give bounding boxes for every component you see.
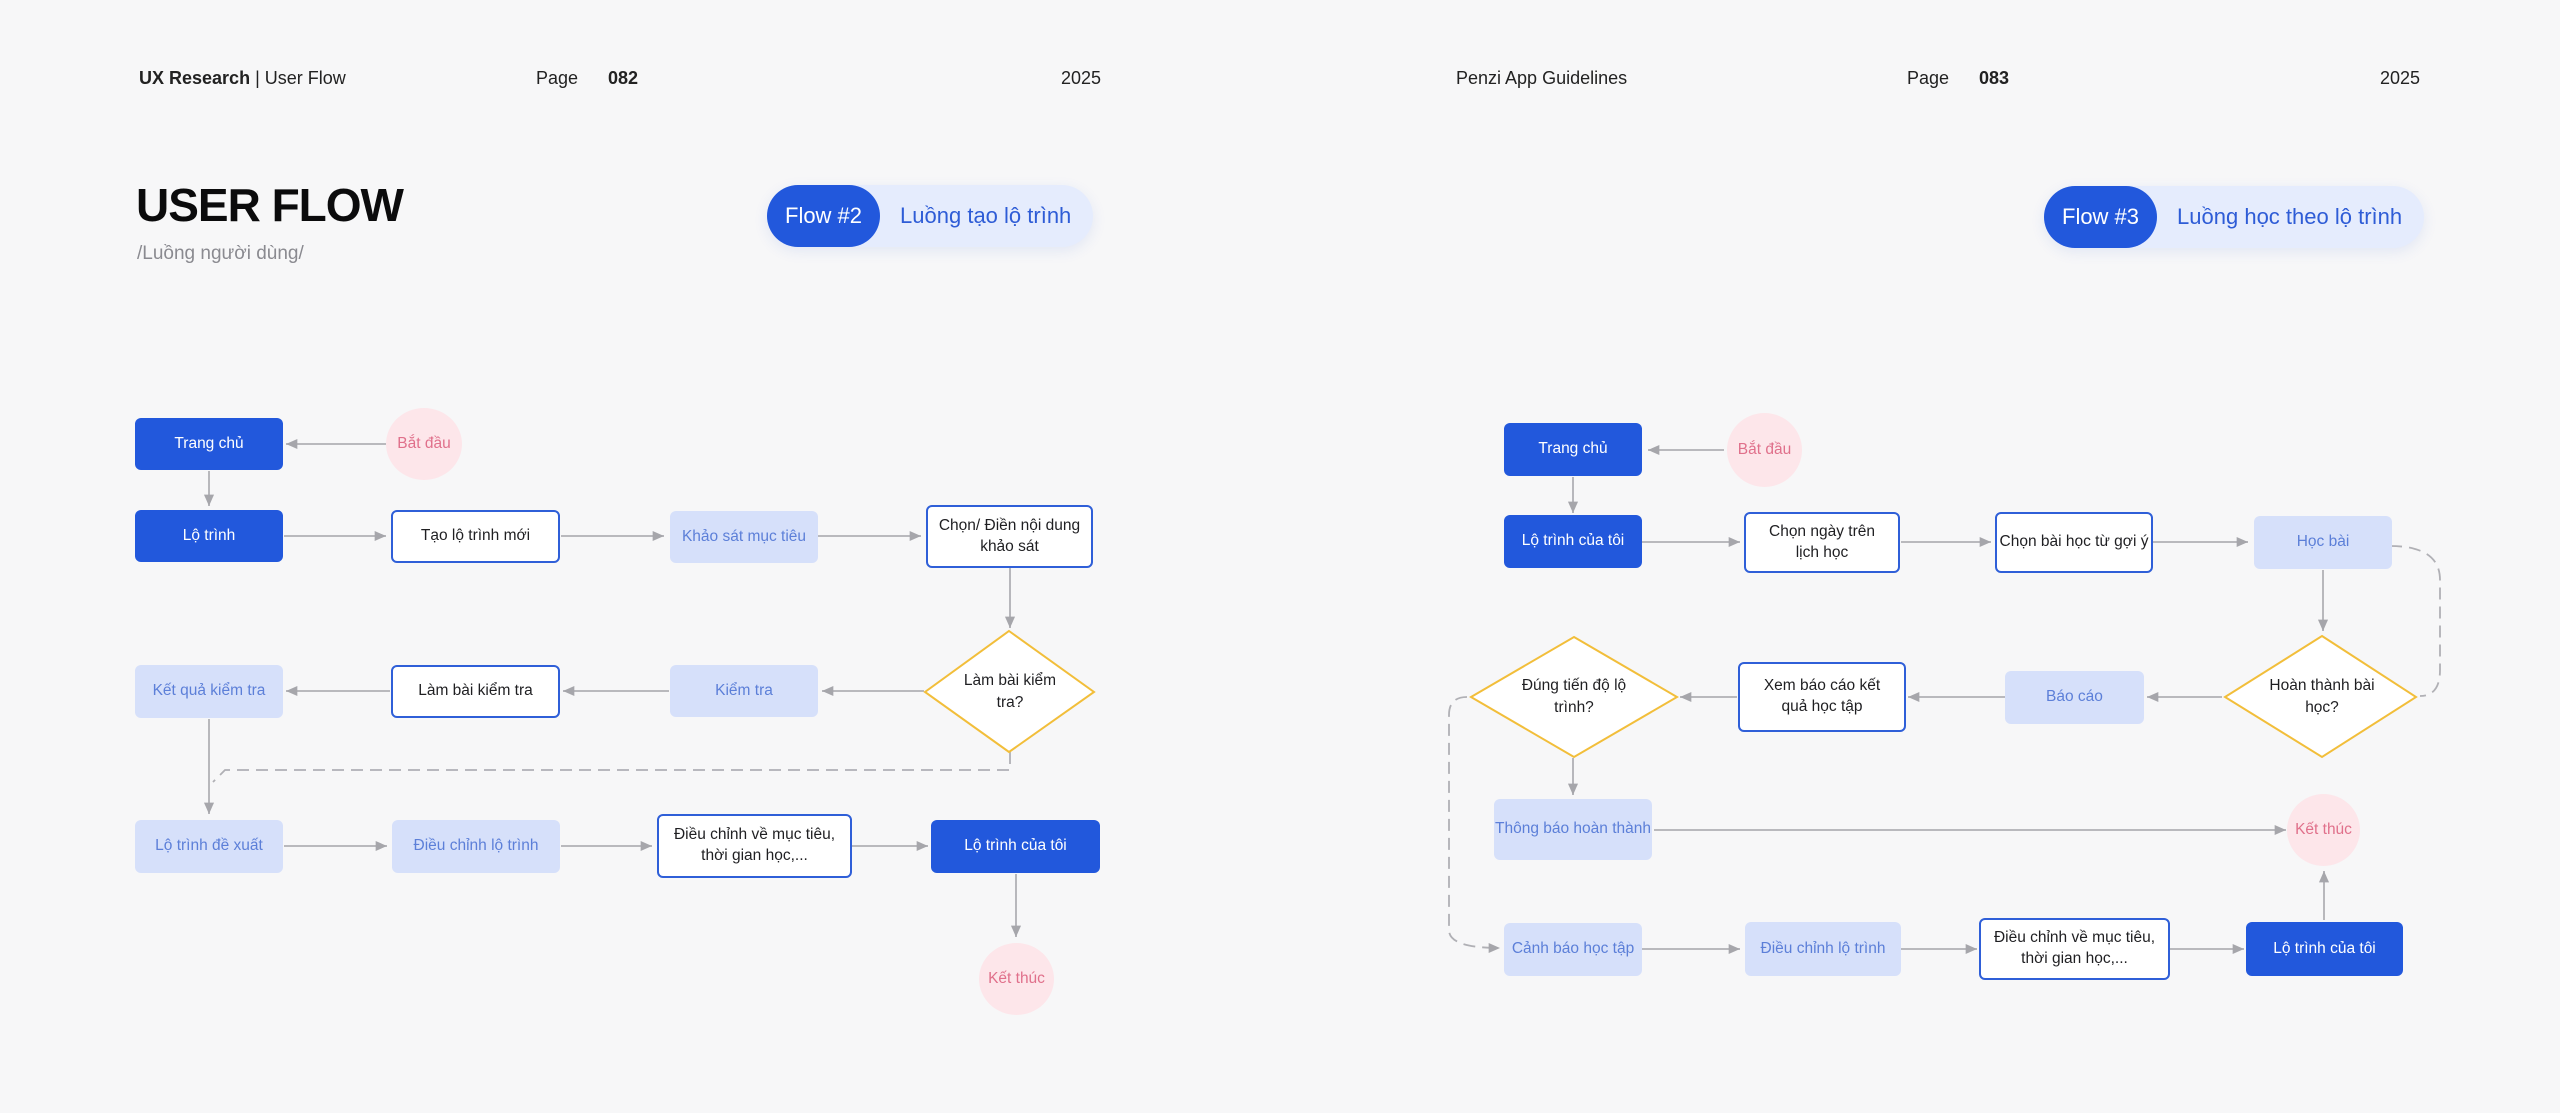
- flow2-node-choose[interactable]: Chọn/ Điền nội dung khảo sát: [926, 505, 1093, 568]
- flow3-complete-diamond: [2223, 634, 2418, 759]
- flow3-node-start: Bắt đầu: [1727, 413, 1802, 487]
- flow3-label: Luồng học theo lộ trình: [2177, 204, 2403, 229]
- flow3-complete-label: Hoàn thành bài học?: [2269, 677, 2375, 716]
- flow2-node-home[interactable]: Trang chủ: [135, 418, 283, 470]
- flow2-node-mine[interactable]: Lộ trình của tôi: [931, 820, 1100, 873]
- flow2-pill: Flow #2 Luồng tạo lộ trình: [767, 185, 1094, 247]
- left-header: UX Research | User Flow: [139, 68, 346, 89]
- flow3-node-mine[interactable]: Lộ trình của tôi: [1504, 515, 1642, 568]
- flow3-node-notify[interactable]: Thông báo hoàn thành: [1494, 799, 1652, 860]
- header-section: User Flow: [264, 68, 346, 88]
- flow2-node-adjust[interactable]: Điều chỉnh lộ trình: [392, 820, 560, 873]
- left-page-number: 082: [608, 68, 639, 88]
- flow3-node-warn[interactable]: Cảnh báo học tập: [1504, 923, 1642, 976]
- flow2-node-adjust-goal[interactable]: Điều chỉnh về mục tiêu, thời gian học,..…: [657, 814, 852, 878]
- header-separator: |: [250, 68, 265, 88]
- flow2-node-create[interactable]: Tạo lộ trình mới: [391, 510, 560, 563]
- flow2-label: Luồng tạo lộ trình: [900, 203, 1072, 228]
- right-page-label: Page: [1907, 68, 1950, 88]
- flow3-node-end: Kết thúc: [2287, 794, 2360, 866]
- right-header-brand: Penzi App Guidelines: [1456, 68, 1628, 88]
- flow2-node-start: Bắt đầu: [386, 408, 462, 480]
- right-year: 2025: [2380, 68, 2421, 88]
- flow2-node-result[interactable]: Kết quả kiểm tra: [135, 665, 283, 718]
- flow2-node-end: Kết thúc: [979, 943, 1054, 1015]
- flow3-node-adjust-goal[interactable]: Điều chỉnh về mục tiêu, thời gian học,..…: [1979, 918, 2170, 980]
- flow3-pill: Flow #3 Luồng học theo lộ trình: [2044, 186, 2425, 248]
- flow3-node-view-report[interactable]: Xem báo cáo kết quả học tập: [1738, 662, 1906, 732]
- flow3-node-home[interactable]: Trang chủ: [1504, 423, 1642, 476]
- flow2-node-roadmap[interactable]: Lộ trình: [135, 510, 283, 562]
- flow2-node-survey[interactable]: Khảo sát mục tiêu: [670, 511, 818, 563]
- flow3-node-report[interactable]: Báo cáo: [2005, 671, 2144, 724]
- left-page-label: Page: [536, 68, 579, 88]
- flow3-node-pick-lesson[interactable]: Chọn bài học từ gợi ý: [1995, 512, 2153, 573]
- flow2-node-suggested[interactable]: Lộ trình đề xuất: [135, 820, 283, 873]
- flow2-node-do-test[interactable]: Làm bài kiểm tra: [391, 665, 560, 718]
- page-subtitle: /Luồng người dùng/: [137, 243, 304, 264]
- flow2-badge: Flow #2: [767, 185, 881, 247]
- flow3-ontrack-diamond: [1469, 635, 1679, 759]
- flow2-decision-diamond: [923, 629, 1096, 754]
- flow3-ontrack-label: Đúng tiến độ lộ trình?: [1521, 677, 1627, 716]
- page-title: USER FLOW: [136, 179, 404, 231]
- flow3-node-study[interactable]: Học bài: [2254, 516, 2392, 569]
- flow2-node-test[interactable]: Kiểm tra: [670, 665, 818, 717]
- flow3-node-pick-date[interactable]: Chọn ngày trên lịch học: [1744, 512, 1900, 573]
- left-year: 2025: [1061, 68, 1102, 88]
- flow3-badge: Flow #3: [2044, 186, 2158, 248]
- flow3-node-mine-2[interactable]: Lộ trình của tôi: [2246, 922, 2403, 976]
- flow2-decision-label: Làm bài kiểm tra?: [963, 672, 1057, 711]
- header-brand: UX Research: [139, 68, 251, 88]
- flow3-node-adjust[interactable]: Điều chỉnh lộ trình: [1745, 922, 1901, 976]
- right-page-number: 083: [1979, 68, 2010, 88]
